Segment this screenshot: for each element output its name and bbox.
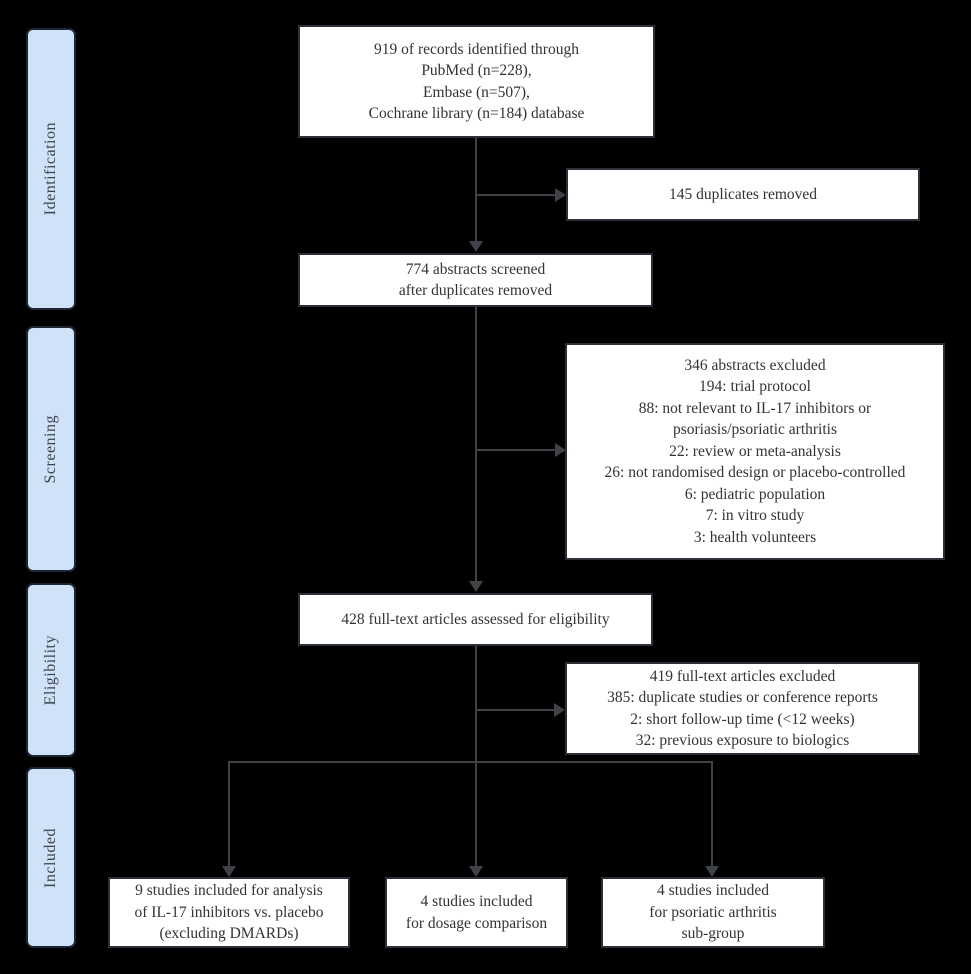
connector-assessed-to-included xyxy=(475,646,477,868)
stage-included: Included xyxy=(26,767,76,948)
stage-included-label: Included xyxy=(42,827,59,888)
box-included-analysis: 9 studies included for analysis of IL-17… xyxy=(108,877,350,948)
box-abstracts-screened-text: 774 abstracts screened after duplicates … xyxy=(398,260,553,300)
arrowhead-down-assessed-icon xyxy=(469,581,483,592)
box-included-analysis-text: 9 studies included for analysis of IL-17… xyxy=(134,882,324,943)
box-fulltext-assessed-text: 428 full-text articles assessed for elig… xyxy=(341,610,610,628)
box-included-dosage-text: 4 studies included for dosage comparison xyxy=(405,893,548,932)
arrowhead-down-included-left-icon xyxy=(222,866,236,877)
stage-identification: Identification xyxy=(26,28,76,310)
connector-screened-to-assessed xyxy=(475,307,477,587)
arrowhead-right-abstracts-excluded-icon xyxy=(555,443,566,457)
connector-branch-abstracts-excluded xyxy=(476,449,556,451)
arrowhead-right-duplicates-icon xyxy=(555,188,566,202)
connector-included-junction xyxy=(228,761,713,763)
box-duplicates-removed-text: 145 duplicates removed xyxy=(668,185,818,203)
box-fulltext-excluded-text: 419 full-text articles excluded 385: dup… xyxy=(607,667,878,750)
stage-identification-label: Identification xyxy=(42,122,59,216)
box-included-dosage: 4 studies included for dosage comparison xyxy=(385,877,568,948)
box-included-psoriatic: 4 studies included for psoriatic arthrit… xyxy=(601,877,825,948)
box-fulltext-assessed: 428 full-text articles assessed for elig… xyxy=(298,593,653,646)
arrowhead-right-fulltext-excluded-icon xyxy=(554,703,565,717)
arrowhead-down-included-middle-icon xyxy=(469,866,483,877)
stage-screening-label: Screening xyxy=(42,414,59,484)
stage-screening: Screening xyxy=(26,326,76,572)
arrowhead-down-included-right-icon xyxy=(705,866,719,877)
arrowhead-down-screened-icon xyxy=(469,241,483,252)
stage-eligibility-label: Eligibility xyxy=(42,634,59,706)
box-abstracts-excluded-text: 346 abstracts excluded 194: trial protoc… xyxy=(604,356,906,546)
box-abstracts-excluded: 346 abstracts excluded 194: trial protoc… xyxy=(565,343,945,560)
connector-branch-fulltext-excluded xyxy=(476,709,555,711)
connector-down-included-left xyxy=(228,761,230,868)
box-fulltext-excluded: 419 full-text articles excluded 385: dup… xyxy=(565,662,920,755)
box-records-identified: 919 of records identified through PubMed… xyxy=(298,25,655,138)
box-duplicates-removed: 145 duplicates removed xyxy=(566,168,920,221)
stage-eligibility: Eligibility xyxy=(26,583,76,757)
box-included-psoriatic-text: 4 studies included for psoriatic arthrit… xyxy=(649,882,777,943)
box-records-identified-text: 919 of records identified through PubMed… xyxy=(368,40,585,123)
connector-identified-to-screened xyxy=(475,138,477,248)
box-abstracts-screened: 774 abstracts screened after duplicates … xyxy=(298,253,653,307)
connector-branch-duplicates xyxy=(476,194,556,196)
connector-down-included-right xyxy=(711,761,713,868)
